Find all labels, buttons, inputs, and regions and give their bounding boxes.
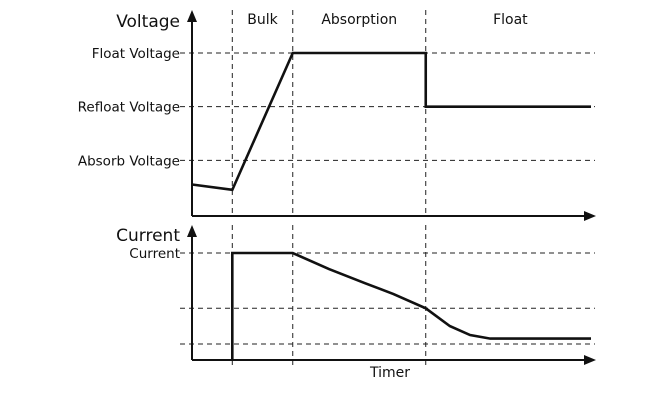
phase-label-bulk: Bulk	[247, 12, 278, 28]
x-axis-title: Timer	[369, 365, 410, 381]
level-label-bulk: Current	[129, 246, 180, 262]
series-line-0-0	[191, 51, 591, 192]
level-label-absorb: Absorb Voltage	[78, 153, 180, 169]
phase-label-absorption: Absorption	[321, 12, 397, 28]
series-line-1-0	[231, 251, 591, 360]
y-axis-title-1: Current	[116, 226, 180, 246]
level-label-refloat: Refloat Voltage	[78, 100, 180, 116]
y-axis-title-0: Voltage	[116, 12, 180, 32]
x-axis-arrow-1	[584, 355, 596, 365]
y-axis-arrow-0	[187, 10, 197, 22]
y-axis-arrow-1	[187, 225, 197, 237]
phase-label-float: Float	[493, 12, 528, 28]
level-label-float: Float Voltage	[92, 46, 180, 62]
x-axis-arrow-0	[584, 211, 596, 221]
